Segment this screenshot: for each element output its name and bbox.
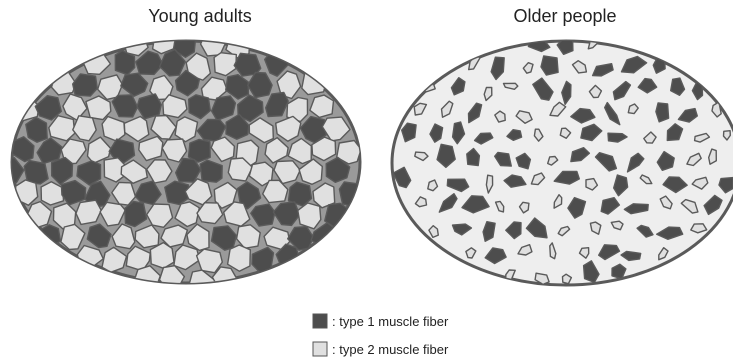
- legend-swatch-type-1: [313, 314, 327, 328]
- older-people-cross-section: [392, 36, 733, 285]
- legend-label-type-2: : type 2 muscle fiber: [332, 342, 449, 357]
- legend: : type 1 muscle fiber : type 2 muscle fi…: [313, 314, 449, 357]
- type-1-muscle-fiber: [656, 103, 669, 122]
- legend-swatch-type-2: [313, 342, 327, 356]
- type-2-muscle-fiber: [302, 70, 326, 94]
- panel-title-young-adults: Young adults: [148, 6, 251, 26]
- legend-label-type-1: : type 1 muscle fiber: [332, 314, 449, 329]
- young-fibers-group: [0, 29, 363, 294]
- young-adults-cross-section: [0, 29, 363, 294]
- panel-title-older-people: Older people: [513, 6, 616, 26]
